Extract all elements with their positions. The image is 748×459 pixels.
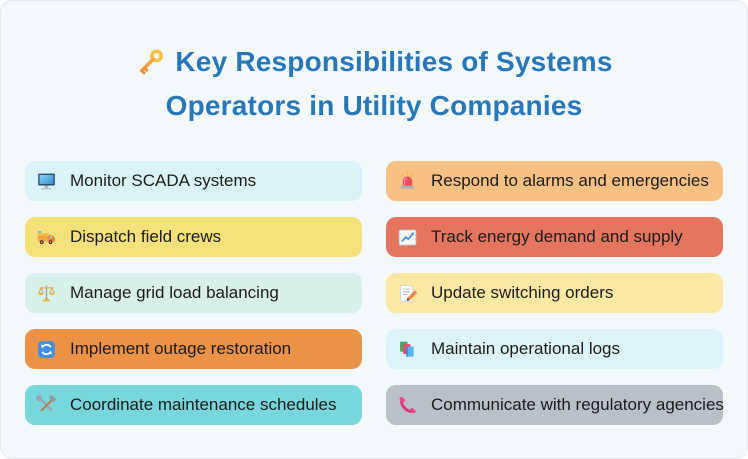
card-manage-grid-load-balancing: Manage grid load balancing — [25, 273, 362, 313]
card-track-energy-demand: Track energy demand and supply — [386, 217, 723, 257]
cards-grid: Monitor SCADA systems Dispatch field cre… — [1, 161, 747, 425]
card-label: Track energy demand and supply — [431, 227, 683, 246]
card-maintain-operational-logs: Maintain operational logs — [386, 329, 723, 369]
card-dispatch-field-crews: Dispatch field crews — [25, 217, 362, 257]
card-communicate-regulatory-agencies: Communicate with regulatory agencies — [386, 385, 724, 425]
card-label: Manage grid load balancing — [70, 283, 279, 302]
title-line-2: Operators in Utility Companies — [165, 90, 583, 121]
chart-increasing-icon — [396, 226, 418, 248]
card-label: Update switching orders — [431, 283, 614, 302]
card-label: Dispatch field crews — [70, 227, 222, 246]
balance-scale-icon — [35, 282, 57, 304]
title-line-1: Key Responsibilities of Systems — [175, 46, 613, 77]
memo-icon — [396, 282, 418, 304]
card-implement-outage-restoration: Implement outage restoration — [25, 329, 362, 369]
rotating-light-icon — [396, 170, 418, 192]
card-label: Monitor SCADA systems — [70, 171, 257, 190]
key-icon — [135, 47, 165, 87]
card-coordinate-maintenance-schedules: Coordinate maintenance schedules — [25, 385, 362, 425]
page-title: Key Responsibilities of Systems Operator… — [1, 43, 747, 125]
card-label: Maintain operational logs — [431, 339, 621, 358]
delivery-truck-icon — [35, 226, 57, 248]
card-respond-to-alarms: Respond to alarms and emergencies — [386, 161, 723, 201]
card-label: Communicate with regulatory agencies — [431, 395, 724, 414]
counterclockwise-arrows-icon — [35, 338, 57, 360]
card-label: Implement outage restoration — [70, 339, 292, 358]
left-column: Monitor SCADA systems Dispatch field cre… — [25, 161, 362, 425]
books-icon — [396, 338, 418, 360]
right-column: Respond to alarms and emergencies Track … — [386, 161, 724, 425]
card-label: Respond to alarms and emergencies — [431, 171, 709, 190]
card-label: Coordinate maintenance schedules — [70, 395, 337, 414]
desktop-computer-icon — [35, 170, 57, 192]
hammer-and-wrench-icon — [35, 394, 57, 416]
header: Key Responsibilities of Systems Operator… — [1, 1, 747, 125]
card-update-switching-orders: Update switching orders — [386, 273, 723, 313]
telephone-icon — [396, 394, 418, 416]
card-monitor-scada-systems: Monitor SCADA systems — [25, 161, 362, 201]
